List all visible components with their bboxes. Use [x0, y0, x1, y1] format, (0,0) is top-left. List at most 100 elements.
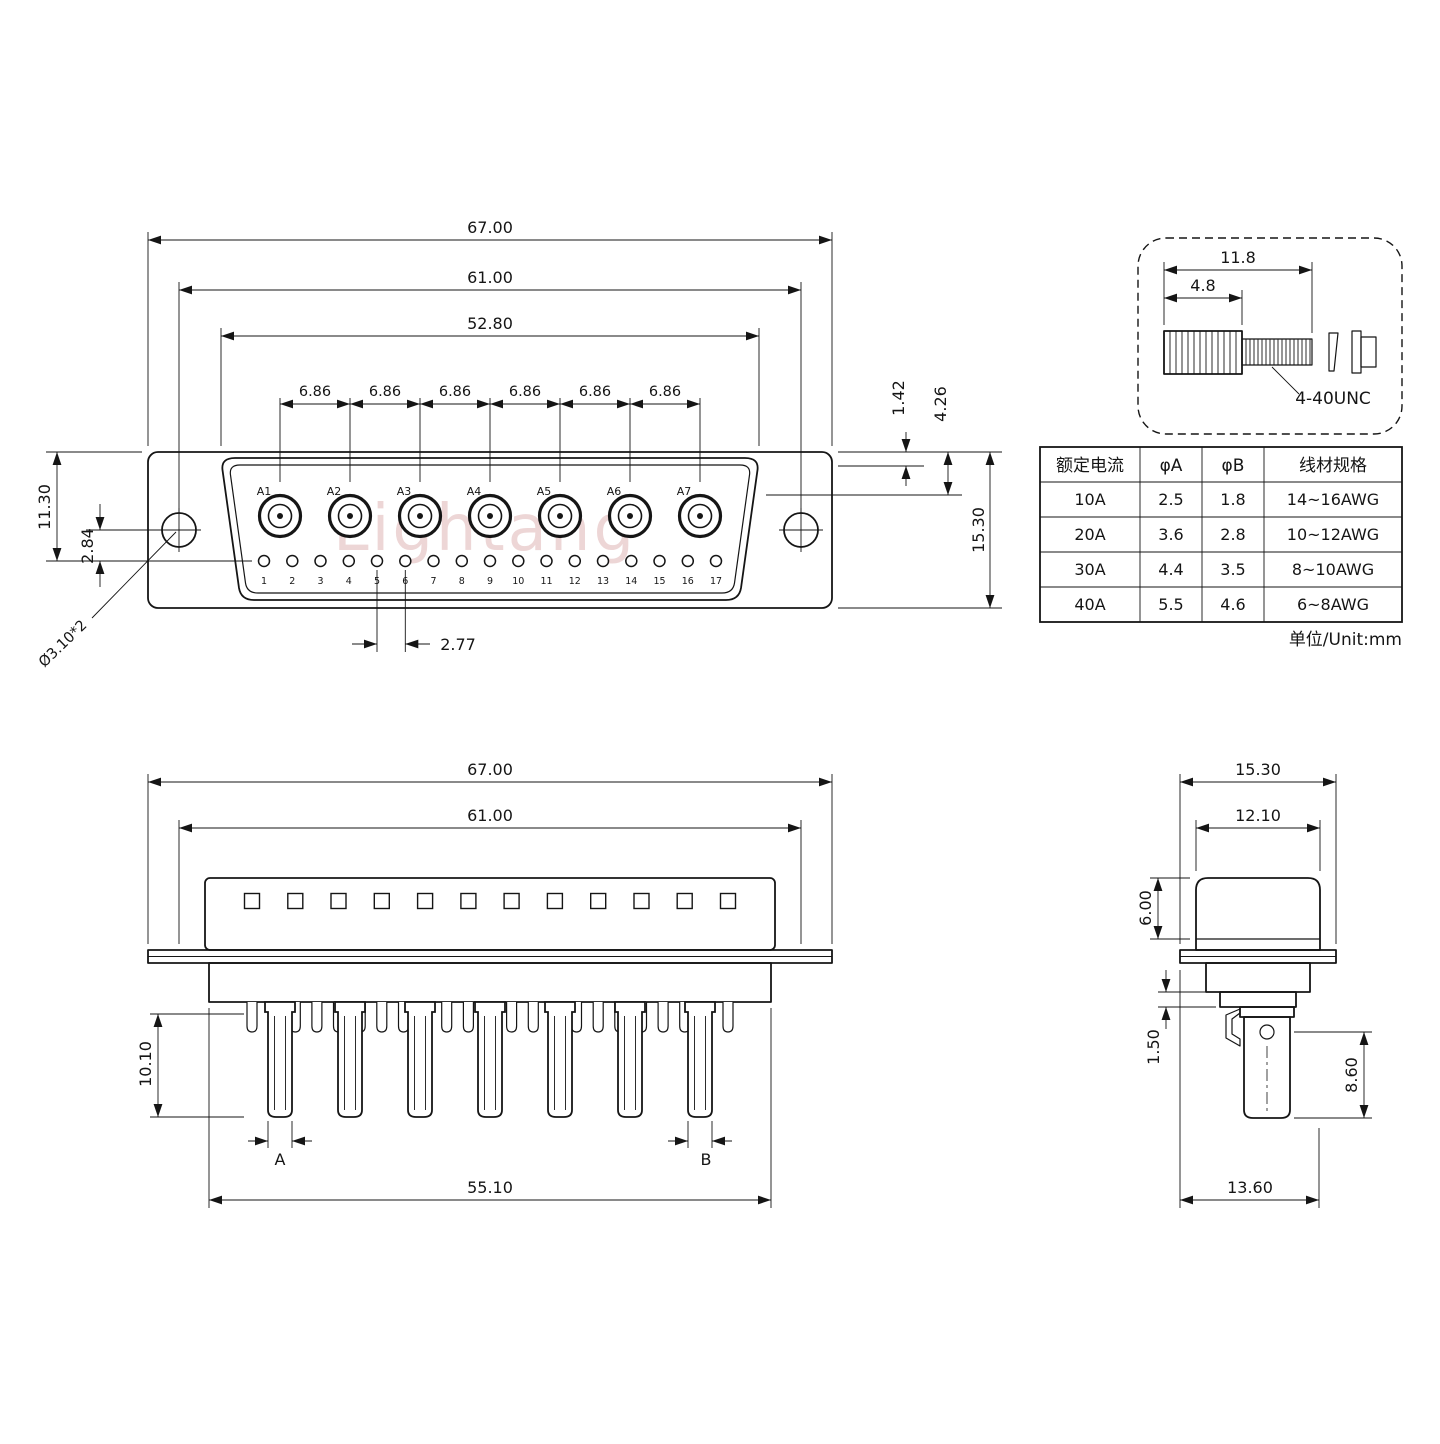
contact-label: A5	[537, 485, 552, 498]
table-cell: 3.5	[1220, 560, 1245, 579]
contact-barrel	[1243, 1016, 1291, 1119]
signal-pins: 1 2 3 4 5 6 7 8 9 10 11 12 13 14 15 16 1…	[257, 554, 723, 587]
side-shell	[1195, 877, 1321, 951]
bushing-flange	[1351, 330, 1362, 374]
dim-label: 6.86	[649, 384, 681, 400]
table-cell: 5.5	[1158, 595, 1183, 614]
pin-number: 12	[569, 576, 581, 587]
pin-number: 9	[487, 576, 493, 587]
table-cell: 2.5	[1158, 490, 1183, 509]
pin-number: 10	[512, 576, 524, 587]
side-body	[1205, 962, 1311, 993]
table-cell: 14~16AWG	[1287, 490, 1379, 509]
thread-spec-label: 4-40UNC	[1295, 389, 1371, 409]
screw-thread	[1241, 338, 1313, 366]
table-cell: 4.6	[1220, 595, 1245, 614]
unit-note: 单位/Unit:mm	[1289, 630, 1402, 650]
dim-label: 11.30	[35, 484, 54, 530]
table-cell: 2.8	[1220, 525, 1245, 544]
solder-cup-hole	[1259, 1024, 1275, 1040]
table-cell: 8~10AWG	[1292, 560, 1374, 579]
rear-dimensions: 67.00 61.00 10.10 55.10 A B	[136, 760, 833, 1208]
dim-label: 6.86	[369, 384, 401, 400]
side-dimensions: 15.30 12.10 6.00 1.50 8.60 13.60	[1136, 760, 1372, 1208]
power-contact-a5	[537, 493, 583, 539]
dim-label-b: B	[701, 1150, 712, 1169]
retention-clip	[1225, 1008, 1241, 1047]
dim-label-a: A	[275, 1150, 286, 1169]
dim-label: 2.77	[440, 635, 476, 654]
dim-label: 6.86	[579, 384, 611, 400]
dim-label: 6.86	[439, 384, 471, 400]
rear-insulator-body	[208, 962, 772, 1003]
front-view: Lightang A1 A2 A3 A4 A5 A6 A7	[35, 218, 1002, 671]
knurl-lines	[1169, 331, 1237, 374]
col-header-wire: 线材规格	[1299, 456, 1367, 476]
pin-number: 17	[710, 576, 722, 587]
power-contact-a6	[607, 493, 653, 539]
dim-label: 2.84	[78, 528, 97, 564]
power-contact-a2	[327, 493, 373, 539]
dim-label: 6.00	[1136, 890, 1155, 926]
table-cell: 40A	[1074, 595, 1105, 614]
pin-number: 11	[540, 576, 552, 587]
table-cell: 4.4	[1158, 560, 1183, 579]
power-contact-a4	[467, 493, 513, 539]
dim-label: 61.00	[467, 806, 513, 825]
pin-number: 3	[317, 576, 323, 587]
rear-shell	[204, 877, 776, 951]
hole-centerlines	[157, 508, 823, 552]
spec-table: 额定电流 φA φB 线材规格 10A 2.5 1.8 14~16AWG 20A…	[1039, 446, 1403, 650]
rear-view: 67.00 61.00 10.10 55.10 A B	[136, 760, 833, 1208]
table-border	[1039, 446, 1403, 623]
contact-label: A2	[327, 485, 342, 498]
contact-collar	[1239, 1006, 1295, 1018]
dim-label: 12.10	[1235, 806, 1281, 825]
pin-number: 15	[653, 576, 665, 587]
col-header-phi-a: φA	[1160, 456, 1183, 476]
table-cell: 1.8	[1220, 490, 1245, 509]
shell-outer	[221, 457, 759, 601]
table-cell: 20A	[1074, 525, 1105, 544]
col-header-phi-b: φB	[1222, 456, 1245, 476]
small-pin-part	[1328, 332, 1339, 372]
dim-label: 6.86	[299, 384, 331, 400]
pin-number: 16	[682, 576, 694, 587]
table-gridlines	[1040, 447, 1402, 622]
contact-label: A4	[467, 485, 482, 498]
dim-label: 10.10	[136, 1041, 155, 1087]
screw-dimensions: 11.8 4.8 4-40UNC	[1163, 248, 1371, 409]
contact-label: A3	[397, 485, 412, 498]
pin-number: 1	[261, 576, 267, 587]
detail-boundary	[1137, 237, 1403, 435]
pin-number: 13	[597, 576, 609, 587]
power-contact-a3	[397, 493, 443, 539]
thread-lines	[1245, 339, 1311, 365]
table-cell: 10A	[1074, 490, 1105, 509]
bushing-body	[1360, 336, 1377, 368]
contact-label: A7	[677, 485, 692, 498]
dim-label: 67.00	[467, 760, 513, 779]
dim-label: 67.00	[467, 218, 513, 237]
table-cell: 3.6	[1158, 525, 1183, 544]
rear-geometry	[147, 877, 833, 1118]
dim-label: 52.80	[467, 314, 513, 333]
dim-label-mount-hole: Ø3.10*2	[36, 617, 90, 670]
front-dimensions: 67.00 61.00 52.80 6.86 6.86 6.86 6.86 6.…	[35, 218, 1002, 671]
dim-label: 1.50	[1144, 1029, 1163, 1065]
dim-label: 4.26	[931, 386, 950, 422]
dim-label: 15.30	[969, 507, 988, 553]
side-geometry	[1179, 877, 1337, 1119]
dim-label: 15.30	[1235, 760, 1281, 779]
dim-label: 11.8	[1220, 248, 1256, 267]
power-contacts: A1 A2 A3 A4 A5 A6 A7	[257, 485, 723, 539]
power-contact-a7	[677, 493, 723, 539]
table-cell: 6~8AWG	[1297, 595, 1369, 614]
dim-label: 6.86	[509, 384, 541, 400]
contact-label: A1	[257, 485, 272, 498]
screw-detail: 11.8 4.8 4-40UNC	[1137, 237, 1403, 435]
shell-inner	[229, 464, 751, 594]
dim-label: 1.42	[889, 380, 908, 416]
